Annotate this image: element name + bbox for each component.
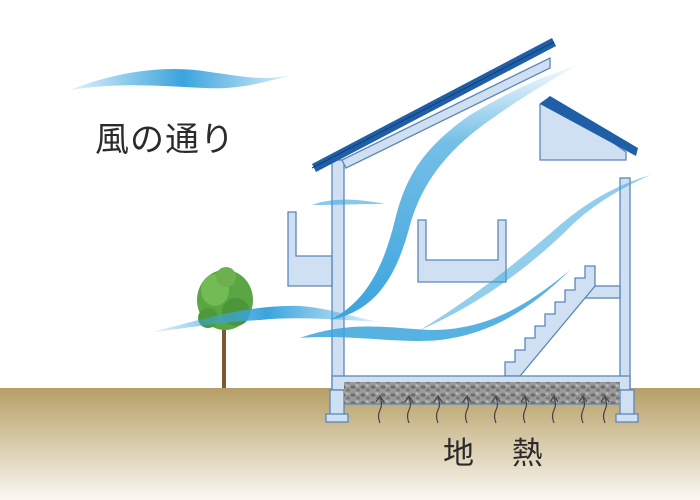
heat-arrow-icon — [549, 394, 559, 424]
heat-arrow-icon — [600, 394, 610, 424]
heat-arrow-icon — [375, 394, 385, 424]
ground — [0, 388, 700, 500]
geothermal-label: 地 熱 — [443, 436, 557, 472]
heat-arrow-icon — [578, 394, 588, 424]
wind-stream-outside — [70, 69, 295, 90]
wind-flow-label: 風の通り — [95, 120, 235, 160]
heat-arrow-icon — [433, 394, 443, 424]
gravel-layer — [344, 382, 620, 404]
wind-streams — [152, 65, 650, 341]
heat-arrow-icon — [462, 394, 472, 424]
heat-arrow-icon — [404, 394, 414, 424]
tree-icon — [197, 267, 253, 388]
heat-arrow-icon — [491, 394, 501, 424]
heat-arrow-icon — [520, 394, 530, 424]
house-section — [287, 56, 639, 423]
heat-arrows — [375, 394, 610, 424]
roof — [311, 38, 638, 172]
